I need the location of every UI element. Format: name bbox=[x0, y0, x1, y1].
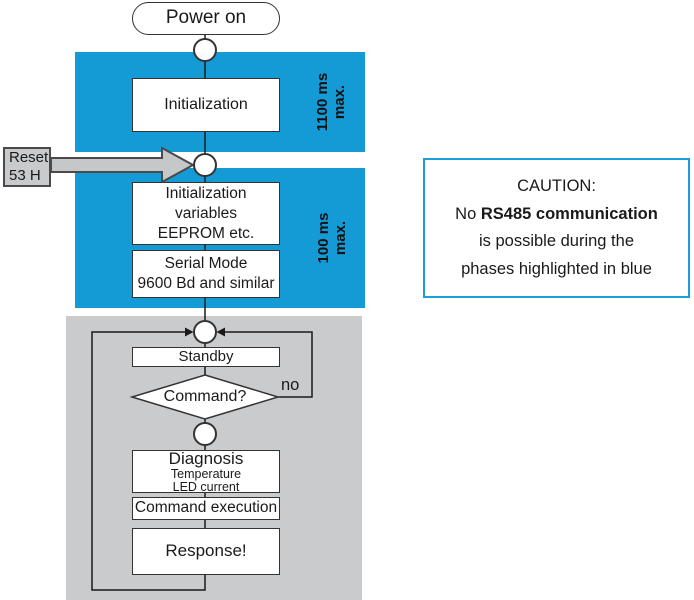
initialization-node: Initialization bbox=[132, 78, 280, 132]
reset-line2: 53 H bbox=[9, 167, 41, 184]
power-on-label: Power on bbox=[165, 7, 247, 29]
response-label: Response! bbox=[165, 541, 247, 561]
caution-note: CAUTION: No RS485 communication is possi… bbox=[423, 158, 690, 298]
phase1-timing-label: 1100 ms max. bbox=[291, 62, 371, 142]
diagnosis-line2: Temperature bbox=[170, 466, 242, 481]
junction-circle-4 bbox=[193, 422, 217, 446]
caution-line2-prefix: No bbox=[455, 204, 481, 223]
standby-node: Standby bbox=[132, 347, 280, 367]
phase1-timing-line2: max. bbox=[331, 84, 348, 120]
serial-mode-node: Serial Mode 9600 Bd and similar bbox=[132, 250, 280, 298]
standby-label: Standby bbox=[178, 348, 234, 365]
caution-line4: phases highlighted in blue bbox=[461, 259, 652, 278]
phase2-timing-line1: 100 ms bbox=[315, 212, 332, 264]
response-node: Response! bbox=[132, 528, 280, 575]
init-vars-line3: EEPROM etc. bbox=[157, 224, 255, 242]
init-variables-node: Initialization variables EEPROM etc. bbox=[132, 182, 280, 245]
command-execution-label: Command execution bbox=[134, 499, 278, 517]
reset-line1: Reset bbox=[9, 149, 49, 166]
serial-mode-line1: Serial Mode bbox=[164, 254, 248, 272]
phase2-timing-label: 100 ms max. bbox=[292, 198, 372, 278]
phase1-timing-line1: 1100 ms bbox=[314, 72, 331, 132]
init-vars-line2: variables bbox=[174, 204, 238, 222]
power-on-node: Power on bbox=[132, 2, 280, 35]
junction-circle-3 bbox=[193, 320, 217, 344]
diagnosis-line3: LED current bbox=[172, 479, 240, 494]
caution-line3: is possible during the bbox=[478, 232, 634, 250]
phase2-timing-line2: max. bbox=[332, 220, 349, 256]
no-branch-label: no bbox=[281, 376, 300, 394]
diagnosis-line1: Diagnosis bbox=[168, 448, 244, 468]
diagnosis-node: Diagnosis Temperature LED current bbox=[132, 448, 280, 494]
junction-circle-2 bbox=[193, 153, 217, 177]
junction-circle-1 bbox=[193, 38, 217, 62]
initialization-label: Initialization bbox=[164, 96, 248, 114]
serial-mode-line2: 9600 Bd and similar bbox=[137, 275, 275, 292]
caution-line1: CAUTION: bbox=[517, 177, 596, 195]
command-decision-label: Command? bbox=[163, 388, 247, 405]
reset-input-tag: Reset 53 H bbox=[3, 147, 51, 187]
caution-line2: No RS485 communication bbox=[455, 201, 658, 229]
command-execution-node: Command execution bbox=[132, 497, 280, 520]
caution-line2-bold: RS485 communication bbox=[480, 204, 658, 223]
init-vars-line1: Initialization bbox=[165, 184, 247, 202]
